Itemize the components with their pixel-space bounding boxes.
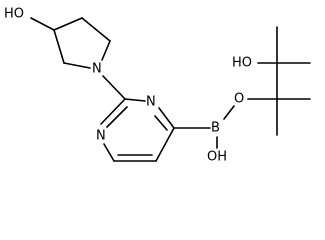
boron-label: B bbox=[211, 121, 220, 136]
pyrrolidine-nitrogen-label: N bbox=[92, 62, 102, 77]
bond-c6-n1 bbox=[103, 143, 115, 162]
bond-c3-c4 bbox=[53, 17, 83, 31]
bond-boron-oxygen bbox=[223, 105, 235, 120]
bond-n3-c4-inner bbox=[154, 115, 168, 131]
bond-c4-c5 bbox=[155, 127, 175, 162]
bond-n3-c4 bbox=[158, 107, 175, 129]
pinacol-hydroxyl-label: HO bbox=[232, 56, 252, 71]
bond-c2-c3 bbox=[53, 29, 65, 64]
bond-n1-c2 bbox=[63, 62, 91, 69]
bond-pc2-n3 bbox=[124, 98, 146, 102]
bond-c5-n1 bbox=[101, 40, 111, 61]
bond-hydroxyl-c3 bbox=[30, 17, 55, 31]
pyrimidine-nitrogen-bottom-label: N bbox=[96, 129, 106, 144]
bond-c4-c5 bbox=[81, 17, 111, 42]
bond-n1-pc2 bbox=[100, 98, 126, 125]
structure-canvas: HO N N N B O OH HO bbox=[4, 7, 311, 165]
bond-n1-pyrimidine-c2 bbox=[102, 75, 126, 100]
molecule-drawing: HO N N N B O OH HO bbox=[4, 7, 311, 165]
boron-oxygen-label: O bbox=[234, 92, 244, 107]
hydroxyl-label-ring: HO bbox=[4, 7, 24, 22]
bond-n1-pc2-inner bbox=[106, 106, 128, 128]
boron-hydroxyl-label: OH bbox=[207, 150, 227, 165]
pyrimidine-nitrogen-top-label: N bbox=[146, 95, 156, 110]
